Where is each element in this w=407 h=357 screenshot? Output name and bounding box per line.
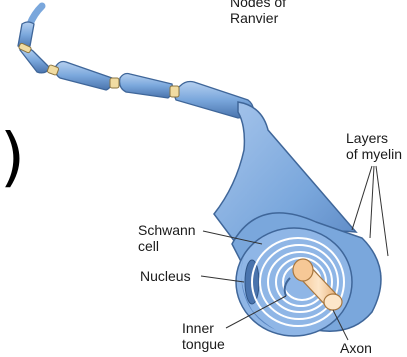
nucleus-label: Nucleus [140, 268, 191, 284]
myelin-segment [20, 48, 50, 73]
myelin-segment [56, 62, 113, 91]
myelin-segment [120, 74, 173, 99]
label-line: of myelin [346, 146, 402, 162]
label-line: cell [138, 238, 196, 254]
label-line: Inner [182, 320, 225, 336]
inner-tongue-label: Inner tongue [182, 320, 225, 352]
nodes-of-ranvier-label: Nodes of Ranvier [230, 0, 286, 26]
edge-parenthesis-glyph: ) [0, 126, 25, 190]
leader-line-myelin [352, 166, 372, 230]
label-line: Schwann [138, 222, 196, 238]
label-line: Layers [346, 130, 402, 146]
label-line: Nodes of [230, 0, 286, 10]
leader-line-myelin [376, 166, 388, 256]
fiber-tail [30, 6, 42, 24]
label-line: tongue [182, 336, 225, 352]
label-line: Ranvier [230, 10, 286, 26]
schwann-cell-label: Schwann cell [138, 222, 196, 254]
axon-label: Axon [340, 340, 372, 356]
layers-of-myelin-label: Layers of myelin [346, 130, 402, 162]
cross-section [236, 228, 352, 336]
node-of-ranvier [110, 78, 119, 88]
node-of-ranvier [170, 86, 179, 97]
leader-line-myelin [370, 166, 374, 238]
